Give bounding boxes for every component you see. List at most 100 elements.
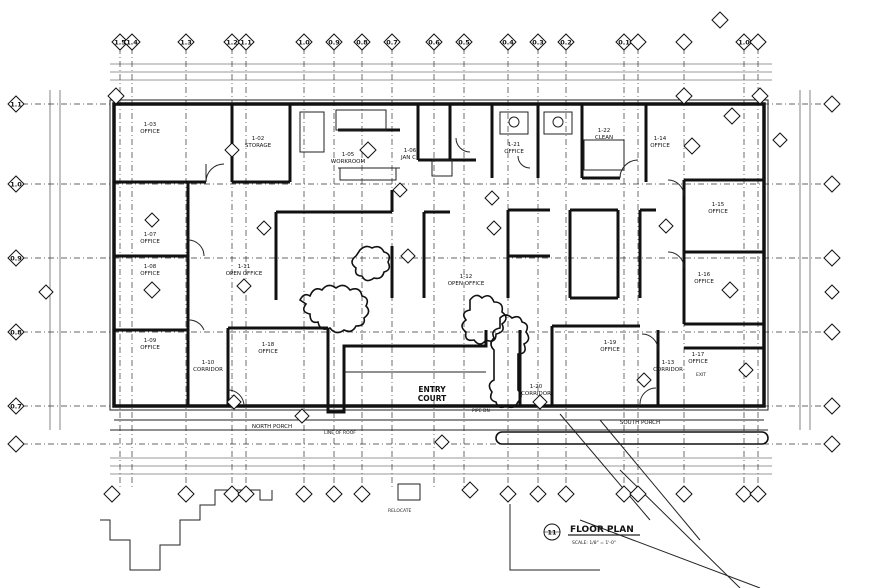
svg-text:OFFICE: OFFICE [504, 149, 524, 155]
grid-bubble-top-10: 0.5 [455, 33, 473, 51]
svg-text:OFFICE: OFFICE [140, 129, 160, 135]
svg-text:1-12: 1-12 [460, 274, 472, 280]
svg-text:CORRIDOR: CORRIDOR [521, 391, 551, 397]
grid-bubble-top-12: 0.3 [529, 33, 547, 51]
svg-text:OFFICE: OFFICE [258, 349, 278, 355]
svg-text:0.9: 0.9 [328, 39, 340, 47]
svg-text:CORRIDOR: CORRIDOR [653, 367, 683, 373]
svg-text:1.2: 1.2 [226, 39, 238, 47]
svg-text:OFFICE: OFFICE [708, 209, 728, 215]
svg-text:1.4: 1.4 [126, 39, 138, 47]
svg-text:OFFICE: OFFICE [600, 347, 620, 353]
grid-bubble-left-1: 1.0 [7, 175, 25, 193]
exit-label: EXIT [696, 372, 706, 378]
svg-text:OFFICE: OFFICE [688, 359, 708, 365]
svg-text:1.0: 1.0 [10, 181, 22, 189]
grid-bubble-top-13: 0.2 [557, 33, 575, 51]
grid-bubbles-bottom [103, 485, 767, 503]
interior-walls [114, 104, 764, 406]
grid-bubble-left-0: 1.1 [7, 95, 25, 113]
court-label: COURT [418, 394, 447, 403]
grid-bubbles-side: 1.1 1.0 0.9 0.8 0.7 [7, 95, 841, 453]
svg-text:1-09: 1-09 [144, 338, 157, 344]
line-of-roof-label: LINE OF ROOF [324, 430, 356, 436]
svg-text:1.1: 1.1 [10, 101, 22, 109]
grid-bubble-top-15: 1.0 [735, 33, 753, 51]
callout-tags [38, 11, 840, 499]
svg-text:1-18: 1-18 [262, 342, 275, 348]
svg-text:0.6: 0.6 [428, 39, 440, 47]
svg-text:CLEAN: CLEAN [595, 135, 613, 141]
grid-bubble-top-4: 1.1 [237, 33, 255, 51]
svg-text:1-17: 1-17 [692, 352, 705, 358]
svg-text:1-16: 1-16 [698, 272, 711, 278]
svg-text:0.9: 0.9 [10, 255, 22, 263]
svg-text:1.0: 1.0 [738, 39, 750, 47]
revision-clouds [298, 245, 769, 445]
svg-text:0.2: 0.2 [560, 39, 572, 47]
north-porch-label: NORTH PORCH [252, 424, 292, 430]
svg-text:1.3: 1.3 [180, 39, 192, 47]
svg-text:1-11: 1-11 [238, 264, 250, 270]
svg-text:1-08: 1-08 [144, 264, 157, 270]
svg-text:0.3: 0.3 [532, 39, 544, 47]
pipe-dn-label: PIPE DN [472, 408, 490, 414]
grid-bubble-top-14: 0.1 [615, 33, 633, 51]
grid-bubble-top-1: 1.4 [123, 33, 141, 51]
grid-bubble-top-7: 0.8 [353, 33, 371, 51]
svg-text:OPEN OFFICE: OPEN OFFICE [226, 271, 263, 277]
grid-bubble-top-0: 1.5 [111, 33, 129, 51]
svg-text:1-13: 1-13 [662, 360, 675, 366]
svg-text:1.0: 1.0 [298, 39, 310, 47]
title-block: 11 FLOOR PLAN SCALE: 1/8" = 1'-0" [543, 523, 640, 546]
svg-text:OFFICE: OFFICE [140, 345, 160, 351]
grid-bubble-top-9: 0.6 [425, 33, 443, 51]
svg-text:1-21: 1-21 [508, 142, 520, 148]
svg-text:OFFICE: OFFICE [650, 143, 670, 149]
svg-text:1-14: 1-14 [654, 136, 667, 142]
svg-text:1-06: 1-06 [404, 148, 417, 154]
relocate-label: RELOCATE [388, 508, 411, 514]
grid-bubble-top-8: 0.7 [383, 33, 401, 51]
area-labels: ENTRY COURT NORTH PORCH SOUTH PORCH PIPE… [252, 372, 706, 514]
svg-text:WORKROOM: WORKROOM [331, 159, 366, 165]
svg-text:OPEN OFFICE: OPEN OFFICE [448, 281, 485, 287]
svg-text:0.4: 0.4 [502, 39, 514, 47]
dimension-lines [49, 63, 811, 475]
grid-bubble-top-2: 1.3 [177, 33, 195, 51]
svg-text:0.1: 0.1 [618, 39, 630, 47]
svg-text:1-05: 1-05 [342, 152, 355, 158]
svg-text:1-02: 1-02 [252, 136, 264, 142]
svg-text:1.1: 1.1 [240, 39, 252, 47]
grid-bubble-left-2: 0.9 [7, 249, 25, 267]
svg-text:OFFICE: OFFICE [694, 279, 714, 285]
svg-text:0.7: 0.7 [386, 39, 398, 47]
entry-label: ENTRY [418, 385, 446, 394]
svg-text:0.8: 0.8 [356, 39, 368, 47]
grid-bubble-top-3: 1.2 [223, 33, 241, 51]
grid-bubble-top-5: 1.0 [295, 33, 313, 51]
svg-text:1-07: 1-07 [144, 232, 157, 238]
grid-bubbles-top: 1.5 1.4 1.3 1.2 1.1 1.0 0.9 0.8 0.7 0.6 … [111, 33, 767, 51]
grid-bubble-top-11: 0.4 [499, 33, 517, 51]
grid-bubble-left-4: 0.7 [7, 397, 25, 415]
svg-text:0.5: 0.5 [458, 39, 470, 47]
svg-text:OFFICE: OFFICE [140, 271, 160, 277]
porch-and-site [100, 413, 768, 588]
svg-text:CORRIDOR: CORRIDOR [193, 367, 223, 373]
